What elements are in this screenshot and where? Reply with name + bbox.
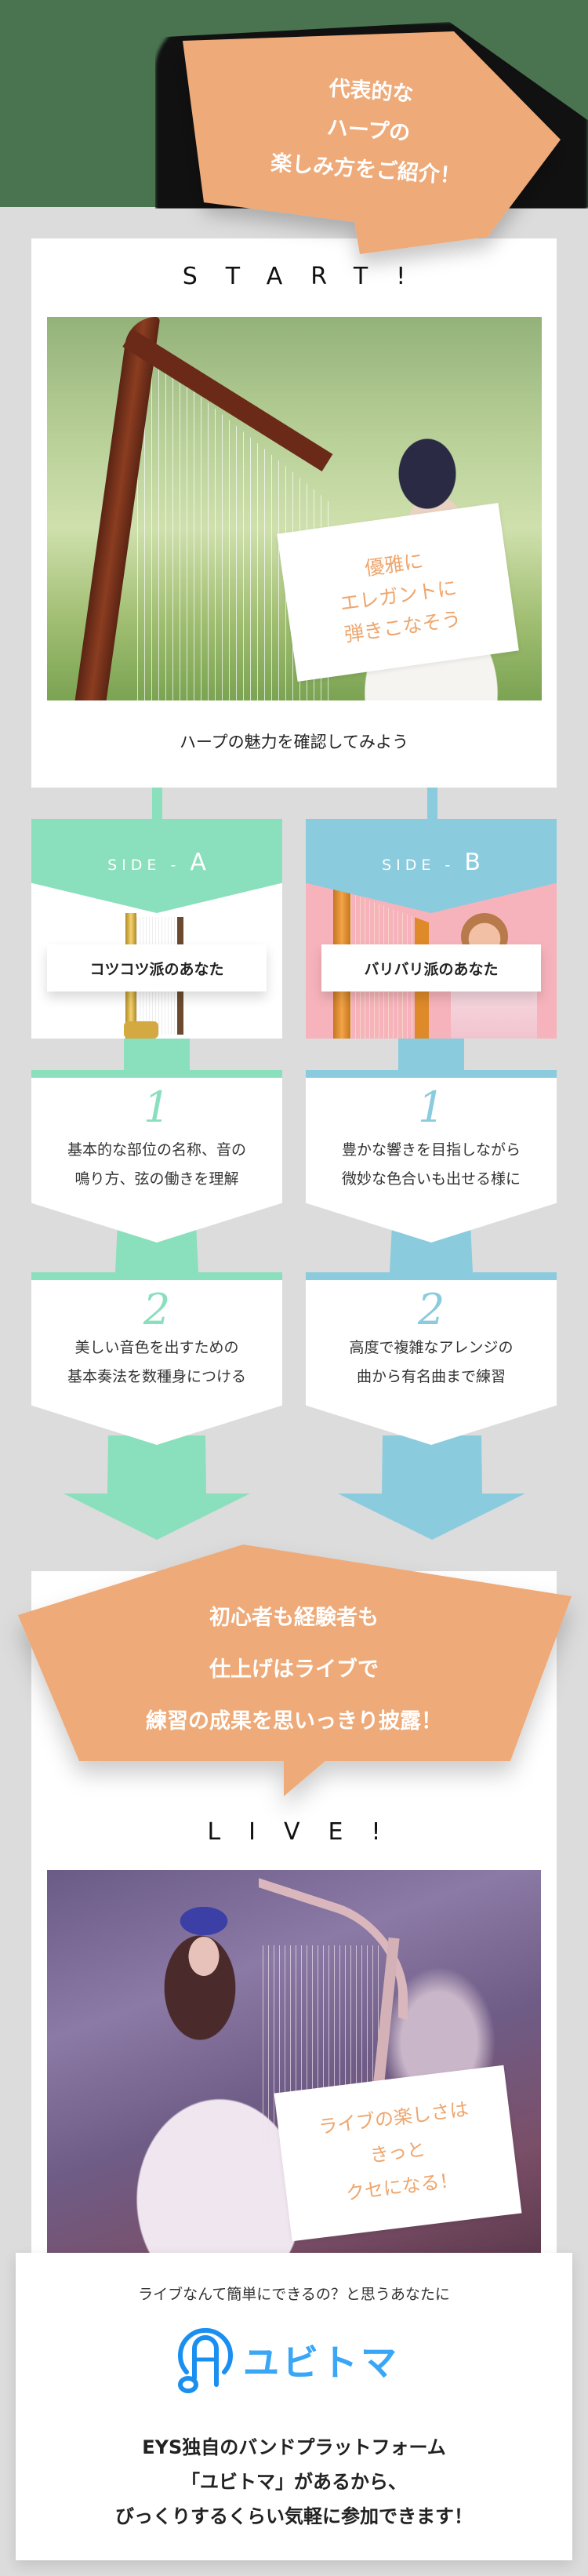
step-body: 1 豊かな響きを目指しながら 微妙な色合いも出せる様に [306, 1078, 557, 1243]
step-stripe [31, 1272, 282, 1280]
message-line: EYS独自のバンドプラットフォーム [142, 2436, 446, 2458]
step-number: 1 [143, 1082, 171, 1132]
live-title: LIVE! [207, 1818, 409, 1846]
step-stripe [31, 1070, 282, 1078]
yubitoma-message: EYS独自のバンドプラットフォーム 「ユビトマ」があるから、 びっくりするくらい… [16, 2430, 572, 2534]
step-text: 美しい音色を出すための 基本奏法を数種身につける [31, 1333, 282, 1392]
step-line: 高度で複雑なアレンジの [349, 1339, 514, 1356]
side-title-prefix: SIDE - [382, 857, 465, 874]
arrow-down-a [64, 1435, 250, 1540]
step-body: 1 基本的な部位の名称、音の 鳴り方、弦の働きを理解 [31, 1078, 282, 1243]
step-number: 2 [143, 1285, 171, 1334]
live-bubble-line-3: 練習の成果を思いっきり披露！ [146, 1709, 442, 1734]
side-a-step-1: 1 基本的な部位の名称、音の 鳴り方、弦の働きを理解 [31, 1070, 282, 1243]
live-bubble-line-1: 初心者も経験者も [209, 1606, 379, 1630]
intro-bubble-text: 代表的な ハープの 楽しみ方をご紹介！ [208, 61, 528, 201]
side-b-title: SIDE - B [306, 849, 557, 876]
side-b-label: バリバリ派のあなた [321, 944, 541, 991]
yubitoma-logo-icon [178, 2327, 233, 2393]
step-stripe [306, 1272, 557, 1280]
step-line: 美しい音色を出すための [74, 1339, 239, 1356]
message-line: 「ユビトマ」があるから、 [181, 2471, 407, 2493]
step-stripe [306, 1070, 557, 1078]
step-body: 2 高度で複雑なアレンジの 曲から有名曲まで練習 [306, 1280, 557, 1445]
step-text: 基本的な部位の名称、音の 鳴り方、弦の働きを理解 [31, 1131, 282, 1194]
arrow-down-b [338, 1435, 525, 1540]
message-line: びっくりするくらい気軽に参加できます！ [115, 2505, 473, 2527]
step-line: 豊かな響きを目指しながら [341, 1141, 521, 1159]
yubitoma-logo-text: ユビトマ [243, 2334, 400, 2386]
step-text: 高度で複雑なアレンジの 曲から有名曲まで練習 [306, 1333, 557, 1392]
yubitoma-card [16, 2253, 572, 2560]
side-a-card: SIDE - A コツコツ派のあなた [31, 819, 282, 1039]
side-title-letter: B [464, 849, 481, 876]
side-b-step-2: 2 高度で複雑なアレンジの 曲から有名曲まで練習 [306, 1272, 557, 1445]
start-caption: ハープの魅力を確認してみよう [179, 733, 409, 751]
live-bubble-line-2: 仕上げはライブで [209, 1657, 379, 1682]
harp-a-base [124, 1021, 158, 1039]
side-title-letter: A [190, 849, 206, 876]
side-b-step-1: 1 豊かな響きを目指しながら 微妙な色合いも出せる様に [306, 1070, 557, 1243]
live-bubble-text: 初心者も経験者も 仕上げはライブで 練習の成果を思いっきり披露！ [31, 1592, 557, 1748]
photo-note-start: 優雅に エレガントに 弾きこなそう [277, 503, 519, 682]
side-a-label: コツコツ派のあなた [47, 944, 267, 991]
step-line: 基本的な部位の名称、音の [67, 1141, 246, 1159]
step-number: 1 [417, 1082, 445, 1132]
step-number: 2 [417, 1285, 445, 1334]
step-body: 2 美しい音色を出すための 基本奏法を数種身につける [31, 1280, 282, 1445]
step-line: 曲から有名曲まで練習 [356, 1368, 506, 1385]
yubitoma-intro: ライブなんて簡単にできるの？と思うあなたに [138, 2286, 450, 2303]
side-b-card: SIDE - B バリバリ派のあなた [306, 819, 557, 1039]
start-title: START! [182, 263, 434, 290]
step-text: 豊かな響きを目指しながら 微妙な色合いも出せる様に [306, 1131, 557, 1194]
side-a-title: SIDE - A [31, 849, 282, 876]
step-line: 鳴り方、弦の働きを理解 [74, 1170, 239, 1188]
side-title-prefix: SIDE - [107, 857, 191, 874]
step-line: 基本奏法を数種身につける [67, 1368, 246, 1385]
side-a-step-2: 2 美しい音色を出すための 基本奏法を数種身につける [31, 1272, 282, 1445]
photo-note-live: ライブの楽しさは きっと クセになる！ [274, 2065, 522, 2242]
step-line: 微妙な色合いも出せる様に [341, 1170, 521, 1188]
